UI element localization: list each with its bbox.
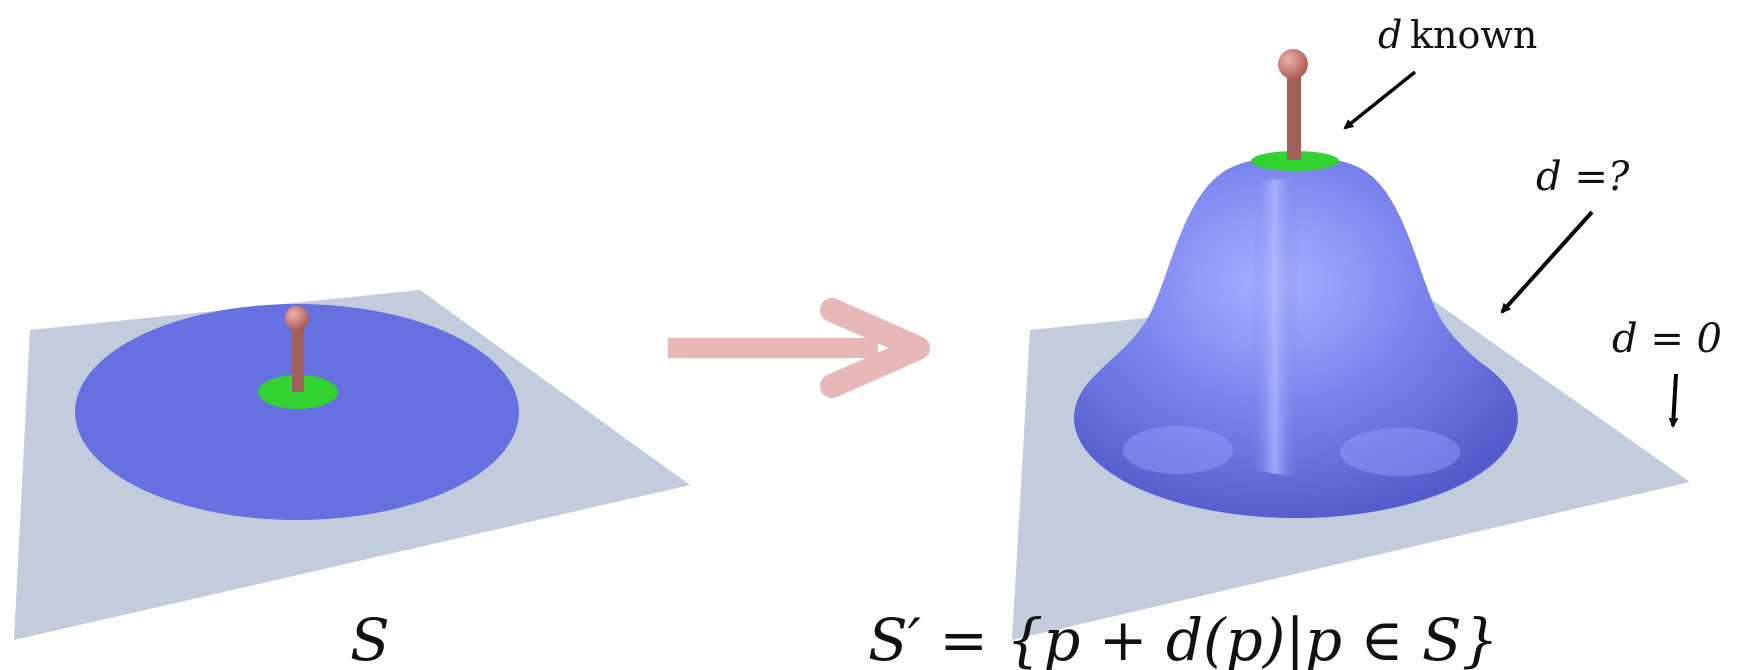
right-handle-stick [1287, 72, 1301, 160]
label-d-unknown: d =? [1536, 154, 1630, 200]
arrow-known [1343, 70, 1417, 130]
label-right-formula: S′ = {p + d(p)|p ∈ S} [868, 606, 1499, 670]
label-d-known-word: known [1410, 13, 1537, 57]
left-handle-ball [285, 306, 309, 330]
label-d-known-var: d [1378, 13, 1402, 57]
left-disk [75, 304, 519, 520]
left-handle-stick [292, 322, 304, 392]
right-handle-ball [1278, 49, 1308, 79]
label-d-zero: d = 0 [1612, 316, 1722, 362]
transform-arrow [668, 298, 930, 398]
right-handle-region [1251, 151, 1339, 171]
bump-left-highlight [1123, 426, 1233, 474]
label-left-surface: S [350, 606, 390, 670]
bump-ridge-highlight [1249, 178, 1300, 478]
right-surface-group [1012, 49, 1690, 640]
arrow-unknown [1500, 210, 1594, 314]
arrow-zero [1668, 373, 1679, 428]
bump-right-highlight [1340, 428, 1460, 476]
left-surface-group [14, 290, 690, 640]
